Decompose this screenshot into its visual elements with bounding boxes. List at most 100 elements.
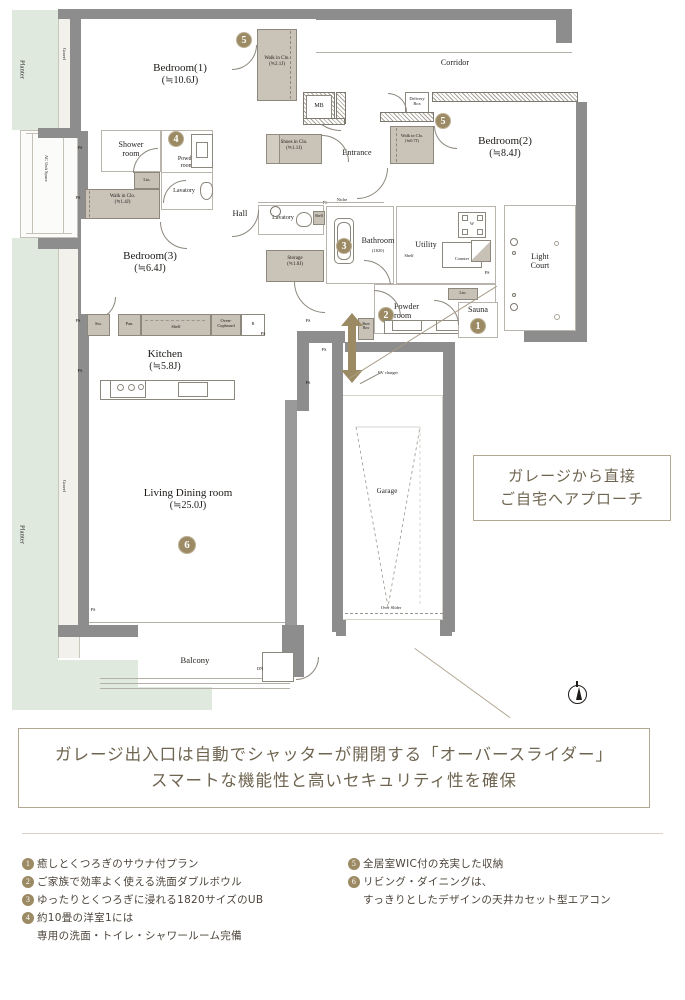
wall-top-corridor-right [556,9,572,43]
wall-garage-top2 [345,342,443,352]
bedroom-3-label: Bedroom(3) (≒6.4J) [123,250,177,274]
oven-cupboard [211,314,241,336]
ps-label-ldk-left: PS [90,607,96,612]
wall-top-corridor [316,9,572,20]
legend-text-6: リビング・ダイニングは、 [363,876,493,889]
garage-access-arrow [341,313,365,383]
wall-exterior-left-upper [70,18,81,130]
legend-text-3: ゆったりとくつろぎに浸れる1820サイズのUB [37,894,264,907]
balcony-stair [262,652,294,682]
wall-hatch-entrance [380,112,434,122]
wall-right-lower [524,331,587,342]
walk-in-closet-2-label: Walk in Clo. (≒1.4J) [109,194,136,205]
door-swing-lavatory-hall [232,210,259,237]
wall-exterior-right [576,102,587,342]
kitchen-shelf-label: Shelf [171,324,181,329]
sauna-label: Sauna [467,305,489,314]
legend-item-1: 1 癒しとくつろぎのサウナ付プラン [22,855,342,873]
north-compass-icon [568,681,587,704]
badge-5-bedroom2: 5 [435,113,451,129]
shutter-callout-line1: ガレージ出入口は自動でシャッターが開閉する「オーバースライダー」 [54,745,614,765]
gravel-label-top: Gravel [62,48,68,60]
door-swing-storage [294,282,325,313]
garage-car-outline [355,426,421,608]
badge-5-bedroom1: 5 [236,32,252,48]
utility-counter-label: Counter [454,256,470,261]
badge-1-sauna: 1 [470,318,486,334]
vanity-basin-suite [196,142,208,158]
linen-closet-1 [134,172,160,189]
badge-4-powder: 4 [168,131,184,147]
garage-access-callout: ガレージから直接 ご自宅へアプローチ [473,455,671,521]
shoes-in-closet-label: Shoes in Clo. (≒1.1J) [280,140,308,151]
ac-unit-space-label: AC Unit Space [44,155,50,182]
wall-garage-top [297,331,345,343]
legend-left-column: 1 癒しとくつろぎのサウナ付プラン 2 ご家族で効率よく使える洗面ダブルボウル … [22,855,342,945]
legend-text-4: 約10畳の洋室1には [37,912,134,925]
dn-label: DN [256,666,264,671]
legend-right-column: 5 全居室WIC付の充実した収納 6 リビング・ダイニングは、 すっきりとしたデ… [348,855,678,909]
ps-label-garage3: PS [305,380,311,385]
legend-text-4-cont: 専用の洗面・トイレ・シャワールーム完備 [37,930,242,943]
linen-closet-1-label: Lin. [143,177,151,182]
light-court-label: Light Court [530,252,550,271]
planter-label-bottom: Planter [18,525,26,545]
bedroom-1-area-text: (≒10.6J) [161,74,199,86]
ac-unit-space [20,130,78,238]
lavatory-hall-label: Lavatory [272,215,294,221]
pantry [118,314,141,336]
landscape-strip-bottom [12,238,58,710]
legend-number-6: 6 [348,876,360,889]
corridor-label: Corridor [440,58,470,67]
entrance-label: Entrance [342,148,372,157]
light-court [504,205,576,331]
wall-exterior-top [58,9,316,19]
wall-ac-left [78,130,88,242]
toilet-hall [296,212,312,227]
walk-in-closet-2 [85,189,160,219]
legend-item-2: 2 ご家族で効率よく使える洗面ダブルボウル [22,873,342,891]
shower-room-label: Shower room [118,140,144,159]
legend-text-6-cont: すっきりとしたデザインの天井カセット型エアコン [363,894,611,907]
legend-text-5: 全居室WIC付の充実した収納 [363,858,504,870]
kitchen-shelf [141,314,211,336]
ps-label-garage2: PS [321,347,327,352]
legend-item-5: 5 全居室WIC付の充実した収納 [348,855,678,873]
ps-label-b: PS [75,195,81,200]
sto-label: Sto. [95,321,102,326]
walk-in-closet-3-label: Walk in Clo. (≒0.7J) [400,133,424,144]
refrigerator-label: R [251,321,255,326]
shelf-hall-label: Shelf [314,214,323,218]
legend-text-2: ご家族で効率よく使える洗面ダブルボウル [37,876,242,889]
bedroom-2-label: Bedroom(2) (≒8.4J) [478,135,532,159]
storage-hall [266,250,324,282]
bedroom-2-area [434,102,576,197]
storage-hall-label: Storage (≒1.0J) [287,256,303,267]
ps-label-a: PS [77,145,83,150]
garage-access-line2: ご自宅へアプローチ [499,490,644,508]
garage [340,395,443,620]
legend-number-5: 5 [348,858,360,870]
refrigerator [241,314,265,336]
wall-garage-left [297,331,309,411]
toilet-suite [200,182,213,200]
bathroom-label: Bathroom (1820) [361,236,395,254]
linen-closet-2 [448,288,478,300]
shutter-callout-line2: スマートな機能性と高いセキュリティ性を確保 [150,771,517,790]
legend-number-1: 1 [22,858,34,870]
wall-hatch-mb-bottom [303,118,345,125]
living-dining-label: Living Dining room (≒25.0J) [143,487,233,511]
legend-item-3: 3 ゆったりとくつろぎに浸れる1820サイズのUB [22,891,342,909]
washer-label: W [469,221,475,226]
meter-box-label: MB [314,103,324,109]
garage-label: Garage [376,487,398,495]
storage-sto [87,314,110,336]
utility-label: Utility [415,240,437,249]
oven-cupboard-label: Oven- Cupboard [217,318,235,329]
planter-label-top: Planter [18,60,26,80]
badge-6-living: 6 [178,536,196,554]
gravel-label-mid: Gravel [62,480,68,492]
utility-shelf-label: Shelf [404,253,414,258]
wall-exterior-bottom-left [58,625,138,637]
ps-label-d: PS [77,368,83,373]
